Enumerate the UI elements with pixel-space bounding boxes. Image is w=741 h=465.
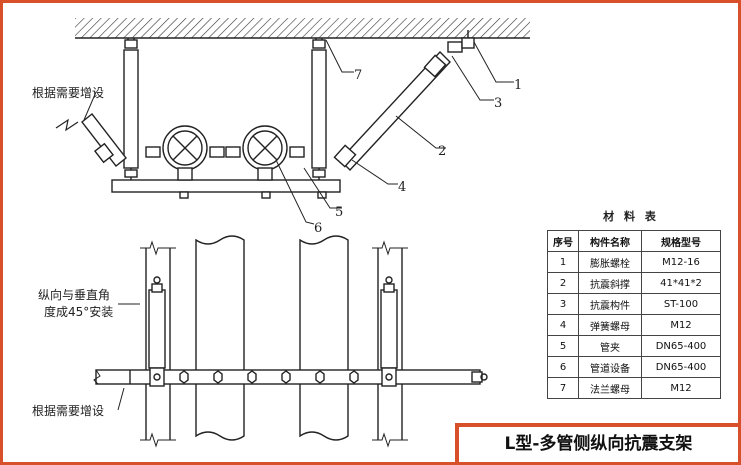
cell-spec: 41*41*2: [641, 272, 721, 294]
cell-spec: DN65-400: [641, 356, 721, 378]
callout-3: 3: [494, 96, 502, 111]
drawing-caption: L型-多管侧纵向抗震支架: [504, 434, 693, 454]
cell-name: 弹簧螺母: [578, 314, 642, 336]
plan-view: [93, 235, 488, 448]
cell-name: 法兰螺母: [578, 377, 642, 399]
note-add-as-needed-bottom: 根据需要增设: [32, 404, 104, 418]
callout-1: 1: [514, 78, 522, 93]
horizontal-beam: [111, 179, 341, 199]
right-brace: [333, 30, 475, 172]
caption-box: L型-多管侧纵向抗震支架: [455, 423, 738, 462]
ceiling-slab: [75, 18, 530, 39]
cell-index: 2: [547, 272, 579, 294]
table-row: 6 管道设备 DN65-400: [547, 356, 721, 378]
callout-2: 2: [438, 144, 446, 159]
left-channel: [140, 240, 176, 448]
header-index: 序号: [547, 230, 579, 252]
plan-pipe-left: [195, 235, 245, 441]
cell-index: 4: [547, 314, 579, 336]
cell-spec: M12: [641, 377, 721, 399]
callout-4: 4: [398, 180, 406, 195]
materials-header-row: 序号 构件名称 规格型号: [547, 230, 721, 252]
materials-title: 材 料 表: [603, 210, 659, 223]
table-row: 4 弹簧螺母 M12: [547, 314, 721, 336]
callout-5: 5: [335, 205, 343, 220]
pipe-right: [225, 125, 305, 181]
note-add-as-needed-top: 根据需要增设: [32, 86, 104, 100]
cell-name: 抗震构件: [578, 293, 642, 315]
table-row: 1 膨胀螺栓 M12-16: [547, 251, 721, 273]
plan-channel: [93, 367, 488, 387]
cell-index: 1: [547, 251, 579, 273]
right-hanger: [311, 38, 327, 182]
cell-index: 5: [547, 335, 579, 357]
cell-name: 膨胀螺栓: [578, 251, 642, 273]
header-name: 构件名称: [578, 230, 642, 252]
callout-7: 7: [354, 68, 362, 83]
note-angle-line2: 度成45°安装: [44, 304, 113, 319]
callout-labels: 1 3 2 4 7 5 6 根据需要增设: [32, 68, 522, 236]
cell-name: 管道设备: [578, 356, 642, 378]
cell-spec: ST-100: [641, 293, 721, 315]
plan-notes: 纵向与垂直角 度成45°安装 根据需要增设: [32, 287, 113, 418]
pipe-left: [145, 125, 225, 181]
plan-leaders: [117, 303, 140, 411]
materials-table: 序号 构件名称 规格型号 1 膨胀螺栓 M12-16 2 抗震斜撑 41*41*…: [547, 230, 721, 399]
left-brace: [55, 113, 127, 167]
table-row: 3 抗震构件 ST-100: [547, 293, 721, 315]
table-row: 5 管夹 DN65-400: [547, 335, 721, 357]
cell-spec: M12-16: [641, 251, 721, 273]
leader-lines: [83, 39, 514, 225]
plan-pipe-right: [299, 235, 349, 441]
callout-6: 6: [314, 221, 322, 236]
cell-spec: DN65-400: [641, 335, 721, 357]
header-spec: 规格型号: [641, 230, 721, 252]
note-angle-line1: 纵向与垂直角: [38, 287, 110, 302]
cell-name: 管夹: [578, 335, 642, 357]
right-channel: [372, 240, 408, 448]
cell-index: 3: [547, 293, 579, 315]
table-row: 7 法兰螺母 M12: [547, 377, 721, 399]
left-hanger: [123, 38, 139, 182]
table-row: 2 抗震斜撑 41*41*2: [547, 272, 721, 294]
elevation-view: [55, 18, 530, 225]
cell-index: 7: [547, 377, 579, 399]
cell-name: 抗震斜撑: [578, 272, 642, 294]
cell-index: 6: [547, 356, 579, 378]
cell-spec: M12: [641, 314, 721, 336]
